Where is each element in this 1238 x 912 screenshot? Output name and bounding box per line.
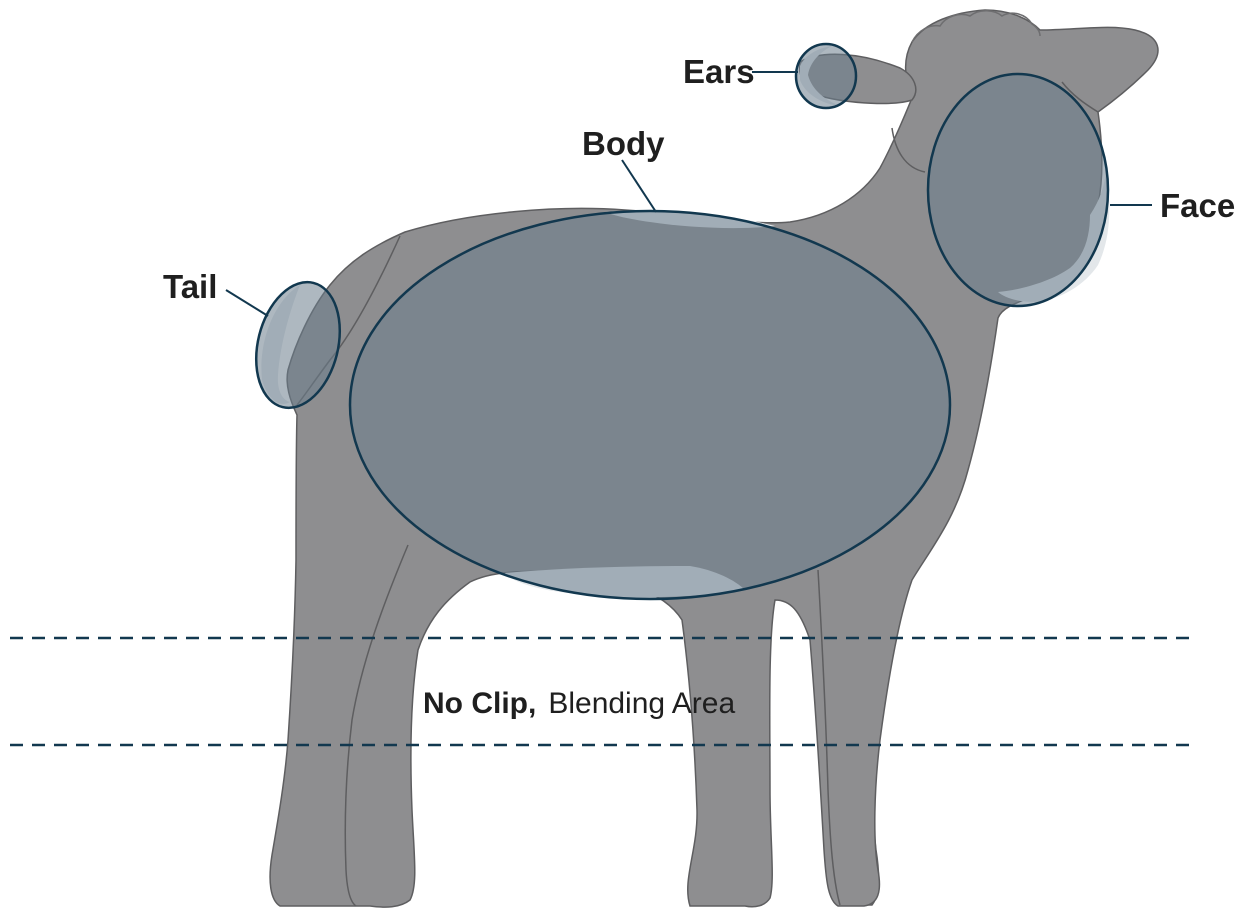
face-zone	[928, 74, 1108, 306]
no-clip-label: No Clip,	[423, 687, 536, 720]
blending-area-caption: No Clip, Blending Area	[423, 687, 735, 720]
face-label: Face	[1160, 187, 1235, 224]
blending-area-label: Blending Area	[548, 687, 735, 720]
tail-label: Tail	[163, 268, 217, 305]
body-zone	[350, 211, 950, 599]
body-leader-line	[622, 160, 656, 212]
tail-leader-line	[226, 290, 268, 316]
body-label: Body	[582, 125, 665, 162]
ears-zone	[796, 44, 856, 108]
ears-label: Ears	[683, 53, 755, 90]
